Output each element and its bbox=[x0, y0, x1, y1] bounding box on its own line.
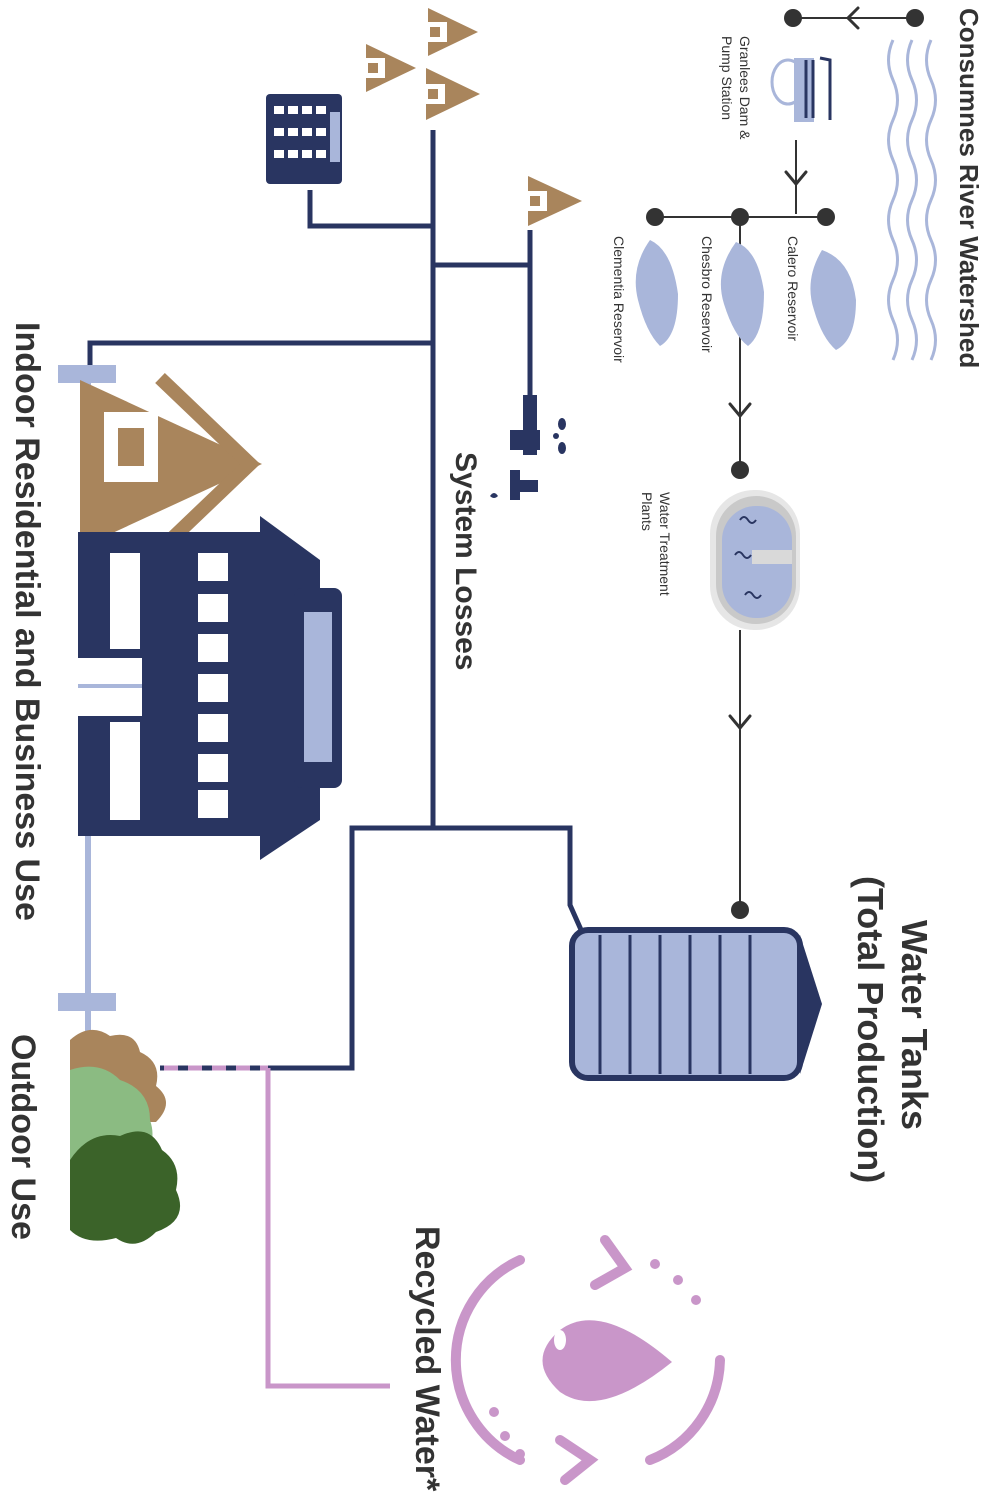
chesbro-reservoir-icon bbox=[720, 242, 764, 346]
house-icon-2 bbox=[363, 44, 416, 92]
recycled-water-label: Recycled Water* bbox=[408, 1226, 446, 1492]
distribution-pipes bbox=[87, 130, 585, 1071]
dam-label-line2: Pump Station bbox=[719, 36, 735, 120]
chesbro-reservoir-label: Chesbro Reservoir bbox=[699, 236, 715, 353]
house-icon-3 bbox=[423, 68, 480, 120]
house-icon-4 bbox=[525, 176, 582, 226]
system-losses-label: System Losses bbox=[449, 452, 482, 670]
dam-pump-station-icon bbox=[770, 56, 832, 122]
calero-reservoir-icon bbox=[810, 250, 856, 350]
water-treatment-label-line1: Water Treatment bbox=[657, 492, 673, 596]
water-treatment-plant-icon bbox=[710, 490, 800, 630]
calero-reservoir-label: Calero Reservoir bbox=[785, 236, 801, 341]
outdoor-use-label: Outdoor Use bbox=[4, 1034, 42, 1240]
water-tanks-label-line2: (Total Production) bbox=[850, 876, 891, 1183]
watershed-waves-icon bbox=[887, 39, 937, 361]
system-losses-faucet-icon bbox=[490, 395, 566, 500]
source-flow-arrows bbox=[728, 6, 860, 731]
water-tanks-label-line1: Water Tanks bbox=[894, 920, 935, 1130]
house-icon-large bbox=[80, 372, 262, 556]
business-building-icon-large bbox=[78, 516, 342, 860]
house-icon-1 bbox=[425, 8, 478, 56]
source-flow-lines bbox=[655, 17, 915, 910]
water-tank-icon bbox=[569, 927, 822, 1081]
clementia-reservoir-icon bbox=[635, 240, 678, 346]
recycled-water-dots bbox=[489, 1259, 701, 1459]
recycled-water-pipe bbox=[140, 1065, 390, 1389]
watershed-label: Consumnes River Watershed bbox=[954, 8, 984, 368]
outdoor-shrubs-icon bbox=[70, 1029, 181, 1244]
reservoir-icons bbox=[635, 240, 856, 350]
recycled-water-icon bbox=[450, 1235, 725, 1485]
source-flow-nodes bbox=[646, 9, 924, 919]
dam-label-line1: Granlees Dam & bbox=[737, 36, 753, 140]
water-treatment-label-line2: Plants bbox=[639, 492, 655, 531]
business-building-icon-small bbox=[266, 94, 342, 184]
indoor-use-label: Indoor Residential and Business Use bbox=[8, 322, 46, 921]
clementia-reservoir-label: Clementia Reservoir bbox=[611, 236, 627, 363]
house-icons-top bbox=[363, 8, 582, 226]
